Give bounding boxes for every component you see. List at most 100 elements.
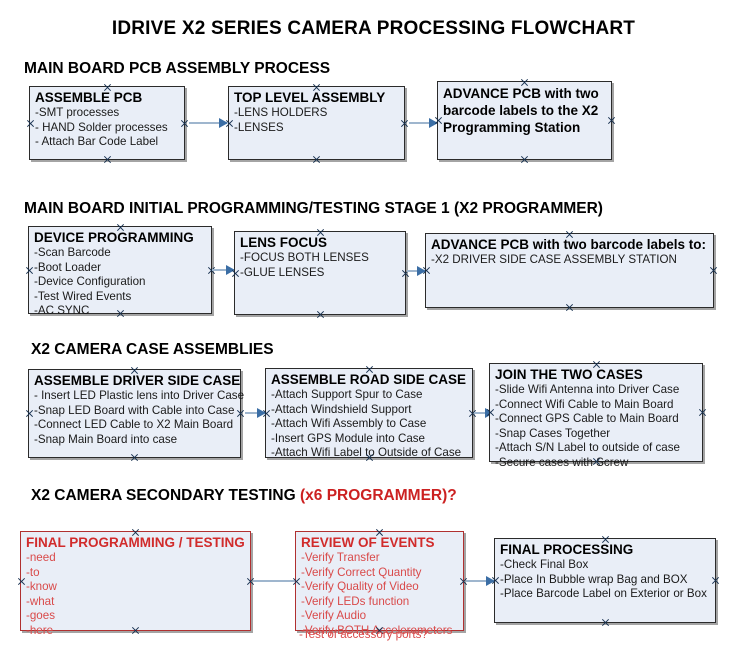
list-item: -what [26,594,55,608]
list-item: -GLUE LENSES [240,265,325,279]
node-join-the-two-cases[interactable]: JOIN THE TWO CASES -Slide Wifi Antenna i… [489,363,703,469]
section-heading-x2-camera-secondary-testing: X2 CAMERA SECONDARY TESTING (x6 PROGRAMM… [31,487,457,505]
list-item: -Scan Barcode [34,246,111,259]
node-item-list: -X2 DRIVER SIDE CASE ASSEMBLY STATION [431,253,709,268]
node-item-list: -need -to -know -what -goes -here [26,551,246,639]
list-item: -LENS HOLDERS [234,106,328,119]
list-item: -Verify Audio [301,609,367,623]
connector-top-level-to-advance-pcb [409,118,438,128]
node-title: FINAL PROGRAMMING / TESTING [26,535,245,550]
connection-handle-right[interactable] [607,116,616,125]
arrow-head-icon [429,118,438,128]
node-title: ASSEMBLE PCB [35,90,143,105]
node-title: ASSEMBLE ROAD SIDE CASE [271,372,467,387]
node-advance-pcb-to-programming-station[interactable]: ADVANCE PCB with two barcode labels to t… [437,81,612,160]
list-item: -Boot Loader [34,260,102,274]
connection-handle-right[interactable] [180,119,189,128]
list-item: -Check Final Box [500,558,589,571]
node-title: JOIN THE TWO CASES [495,367,643,382]
section-heading-text: X2 CAMERA CASE ASSEMBLIES [31,341,274,358]
list-item: -Place In Bubble wrap Bag and BOX [500,572,688,586]
list-item: -Secure cases with Screw [495,455,629,469]
list-item: -Attach Wifi Label to Outside of Case [271,446,462,460]
node-assemble-driver-side-case[interactable]: ASSEMBLE DRIVER SIDE CASE - Insert LED P… [25,369,245,458]
node-review-of-events-overflow-item: -Test of accessory ports? [299,628,428,641]
list-item: - Insert LED Plastic lens into Driver Ca… [34,389,245,402]
node-item-list: -Verify Transfer -Verify Correct Quantit… [301,551,459,639]
list-item: -Verify Quality of Video [301,580,419,594]
connector-final-programming-to-review [253,580,295,582]
list-item: -Attach S/N Label to outside of case [495,441,680,455]
node-title: ADVANCE PCB with two barcode labels to t… [443,86,599,135]
list-item: -Verify BOTH Accelerometers [301,623,453,637]
node-final-processing[interactable]: FINAL PROCESSING -Check Final Box -Place… [494,538,716,623]
list-item: -goes [26,609,56,623]
connection-handle-bottom[interactable] [312,155,321,164]
section-heading-text: MAIN BOARD PCB ASSEMBLY PROCESS [24,60,331,77]
connection-handle-bottom[interactable] [565,303,574,312]
node-item-list: -Attach Support Spur to Case -Attach Win… [271,388,468,461]
node-item-list: -SMT processes - HAND Solder processes -… [35,106,180,150]
section-heading-text: MAIN BOARD INITIAL PROGRAMMING/TESTING S… [24,200,603,217]
connection-handle-right[interactable] [709,266,718,275]
connection-handle-bottom[interactable] [103,155,112,164]
node-assemble-road-side-case[interactable]: ASSEMBLE ROAD SIDE CASE -Attach Support … [265,368,473,461]
arrow-head-icon [486,576,495,586]
connection-handle-left[interactable] [17,577,26,586]
connection-handle-right[interactable] [711,576,720,585]
connection-handle-bottom[interactable] [130,453,139,462]
connector-lens-focus-to-advance-pcb-driver [407,266,426,276]
list-item: -LENSES [234,120,284,134]
list-item: - Attach Bar Code Label [35,135,159,149]
list-item: -Device Configuration [34,275,146,289]
list-item: -FOCUS BOTH LENSES [240,251,369,264]
connector-driver-case-to-road-case [245,408,266,418]
list-item: -AC SYNC [34,304,90,318]
connection-handle-bottom[interactable] [316,310,325,319]
list-item: -Attach Windshield Support [271,402,412,416]
node-item-list: -Scan Barcode -Boot Loader -Device Confi… [34,246,207,319]
connection-handle-right[interactable] [236,409,245,418]
node-lens-focus[interactable]: LENS FOCUS -FOCUS BOTH LENSES -GLUE LENS… [234,231,406,315]
section-heading-red-note: (x6 PROGRAMMER)? [300,487,457,504]
node-item-list: -FOCUS BOTH LENSES -GLUE LENSES [240,251,401,280]
node-item-list: -LENS HOLDERS -LENSES [234,106,400,135]
node-device-programming[interactable]: DEVICE PROGRAMMING -Scan Barcode -Boot L… [25,226,212,317]
node-title: TOP LEVEL ASSEMBLY [234,90,386,105]
node-final-programming-testing[interactable]: FINAL PROGRAMMING / TESTING -need -to -k… [17,531,251,637]
list-item: -Insert GPS Module into Case [271,431,426,445]
list-item: -Place Barcode Label on Exterior or Box [500,587,707,601]
list-item: -to [26,565,40,579]
connector-review-to-final-processing [466,576,495,586]
list-item: -SMT processes [35,106,120,119]
list-item: -Snap Cases Together [495,426,611,440]
node-title: DEVICE PROGRAMMING [34,230,194,245]
connection-handle-left[interactable] [25,266,34,275]
connection-handle-bottom[interactable] [520,155,529,164]
page-title: IDRIVE X2 SERIES CAMERA PROCESSING FLOWC… [111,18,636,39]
connection-handle-right[interactable] [400,119,409,128]
list-item: -Connect Wifi Cable to Main Board [495,397,674,411]
list-item: -Connect GPS Cable to Main Board [495,412,679,426]
list-item: -here [26,623,54,637]
connector-assemble-pcb-to-top-level [189,118,228,128]
node-item-list: -Slide Wifi Antenna into Driver Case -Co… [495,383,698,471]
arrow-head-icon [417,266,426,276]
node-top-level-assembly[interactable]: TOP LEVEL ASSEMBLY -LENS HOLDERS -LENSES [228,86,405,160]
list-item: - HAND Solder processes [35,120,168,134]
connection-handle-right[interactable] [698,408,707,417]
connection-handle-left[interactable] [26,119,35,128]
list-item: -Verify LEDs function [301,594,410,608]
node-title: ASSEMBLE DRIVER SIDE CASE [34,373,241,388]
connection-handle-bottom[interactable] [601,618,610,627]
list-item: -Snap Main Board into case [34,432,178,446]
list-item: -Snap LED Board with Cable into Case [34,403,235,417]
node-advance-pcb-to-driver-side-case[interactable]: ADVANCE PCB with two barcode labels to: … [425,233,714,308]
section-heading-main-board-initial-programming: MAIN BOARD INITIAL PROGRAMMING/TESTING S… [24,200,603,218]
list-item: -X2 DRIVER SIDE CASE ASSEMBLY STATION [431,253,677,266]
connection-handle-left[interactable] [25,409,34,418]
node-title: REVIEW OF EVENTS [301,535,435,550]
node-review-of-events[interactable]: REVIEW OF EVENTS -Verify Transfer -Verif… [295,531,464,637]
node-assemble-pcb[interactable]: ASSEMBLE PCB -SMT processes - HAND Solde… [29,86,185,160]
